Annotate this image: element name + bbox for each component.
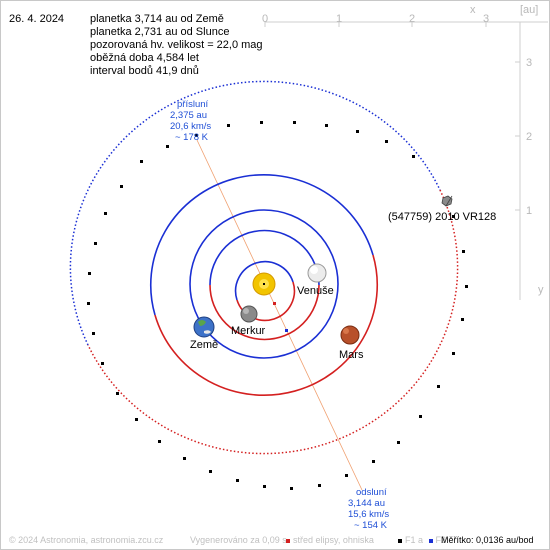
mars-orbit-south	[154, 254, 379, 397]
copyright-text: © 2024 Astronomia, astronomia.zcu.cz	[9, 535, 164, 545]
aphelion-distance: 3,144 au	[348, 498, 385, 509]
x-tick-0: 0	[262, 13, 268, 25]
info-line-sun-distance: planetka 2,731 au od Slunce	[90, 26, 230, 38]
ellipse-center-marker	[273, 302, 276, 305]
y-axis-label: y	[538, 284, 544, 296]
unit-label: [au]	[520, 4, 538, 16]
mercury-orbit	[234, 260, 294, 301]
venus-planet	[307, 263, 327, 283]
aphelion-speed: 15,6 km/s	[348, 509, 389, 520]
mars-orbit	[149, 173, 374, 316]
info-line-earth-distance: planetka 3,714 au od Země	[90, 13, 224, 25]
perihelion-distance: 2,375 au	[170, 110, 207, 121]
date-label: 26. 4. 2024	[9, 13, 65, 25]
x-tick-2: 2	[409, 13, 415, 25]
generated-time: Vygenerováno za 0,09 s	[190, 535, 287, 545]
center-marker-icon	[286, 539, 290, 543]
earth-label: Země	[190, 339, 218, 351]
focus-f2-marker	[285, 329, 288, 332]
legend-center-text: střed elipsy, ohniska	[293, 535, 374, 545]
info-line-magnitude: pozorovaná hv. velikost = 22,0 mag	[90, 39, 263, 51]
asteroid-orbit	[69, 80, 459, 455]
focus-f2-marker-icon	[428, 539, 433, 543]
asteroid-icon	[441, 195, 453, 207]
earth-planet	[193, 316, 215, 338]
mars-label: Mars	[339, 349, 364, 361]
legend-foci: F1 a F2	[398, 535, 446, 545]
y-tick-1: 1	[526, 205, 532, 217]
asteroid-orbit-north	[69, 80, 441, 346]
mercury-planet	[240, 305, 258, 323]
mercury-label: Merkur	[231, 325, 266, 337]
x-tick-1: 1	[336, 13, 342, 25]
aphelion-temperature: ~ 154 K	[354, 520, 388, 531]
legend-f2-text: F2	[435, 535, 447, 545]
y-tick-2: 2	[526, 131, 532, 143]
scale-label: Měřítko: 0,0136 au/bod	[441, 535, 534, 545]
line-of-apsides	[196, 139, 363, 491]
info-block: planetka 3,714 au od Země planetka 2,731…	[90, 13, 263, 78]
asteroid-markers	[87, 121, 468, 490]
venus-orbit-south	[209, 284, 320, 341]
y-tick-3: 3	[526, 57, 532, 69]
planet-orbits	[149, 173, 379, 397]
asteroid-label: (547759) 2010 VR128	[388, 211, 496, 223]
aphelion-title: odsluní	[356, 487, 387, 498]
info-line-interval: interval bodů 41,9 dnů	[90, 65, 199, 77]
focus-f1-marker-icon	[398, 539, 402, 543]
mars-planet	[340, 325, 360, 345]
perihelion-temperature: ~ 178 K	[175, 132, 209, 143]
x-tick-3: 3	[483, 13, 489, 25]
legend-f1-text: F1 a	[405, 535, 424, 545]
info-line-period: oběžná doba 4,584 let	[90, 52, 199, 64]
asteroid-orbit-south	[87, 189, 459, 455]
axes: 0 1 2 3 x [au] 3 2 1 y	[262, 4, 548, 300]
perihelion-title: přísluní	[177, 99, 209, 110]
legend-center: střed elipsy, ohniska	[286, 535, 374, 545]
x-axis-label: x	[470, 4, 476, 16]
perihelion-speed: 20,6 km/s	[170, 121, 211, 132]
earth-orbit	[189, 209, 339, 359]
venus-orbit	[209, 229, 320, 286]
aphelion-info: odsluní 3,144 au 15,6 km/s ~ 154 K	[348, 487, 389, 531]
perihelion-info: přísluní 2,375 au 20,6 km/s ~ 178 K	[170, 99, 211, 143]
sun	[252, 272, 276, 296]
venus-label: Venuše	[297, 285, 334, 297]
